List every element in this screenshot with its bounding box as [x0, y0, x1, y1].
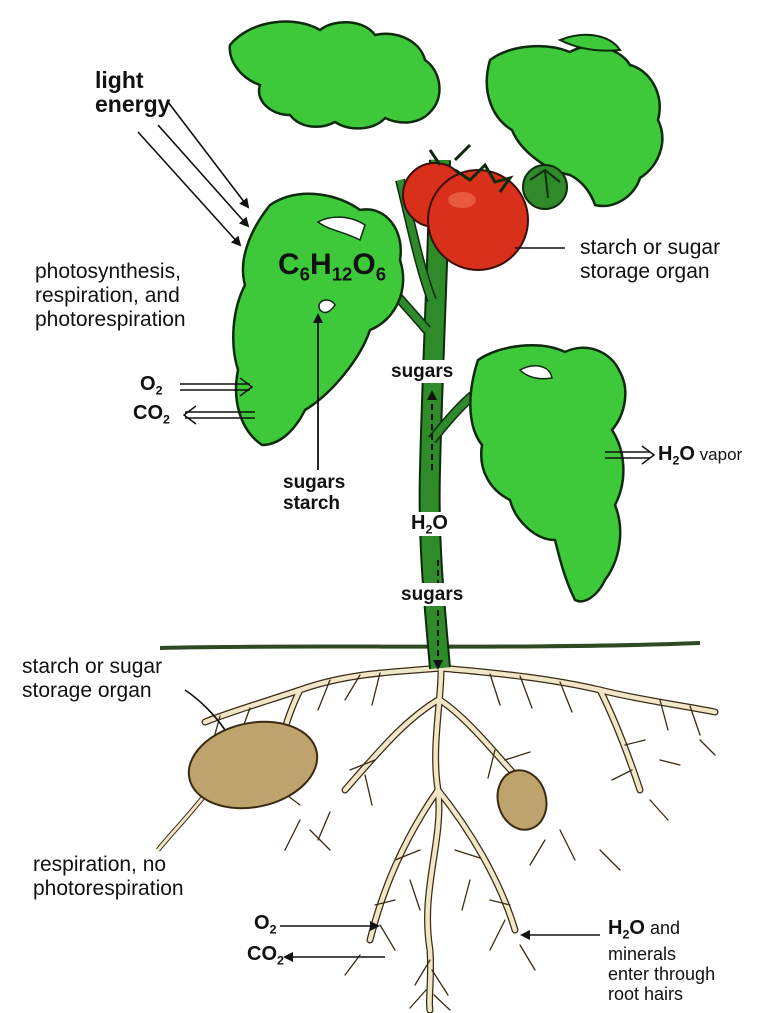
fruit-storage-label: starch or sugar storage organ [580, 236, 720, 284]
water-minerals-label: H2O and minerals enter through root hair… [608, 918, 715, 1004]
sugars-starch-label: sugars starch [283, 472, 345, 514]
root-process-label: respiration, no photorespiration [33, 853, 184, 901]
potato-large [158, 710, 325, 850]
glucose-formula: C6H12O6 [278, 248, 386, 286]
top-left-leaf [230, 22, 440, 129]
stem-sugars-lower-label: sugars [398, 583, 466, 606]
light-energy-label: light energy [95, 68, 170, 116]
light-energy-arrows [138, 102, 248, 245]
right-leaf [470, 345, 625, 601]
leaf-process-label: photosynthesis, respiration, and photore… [35, 260, 186, 332]
potato-small [491, 765, 553, 835]
root-co2-label: CO2 [247, 943, 284, 967]
leaf-oxygen-label: O2 [140, 373, 162, 397]
root-oxygen-label: O2 [254, 912, 276, 936]
tuber-storage-label: starch or sugar storage organ [22, 655, 162, 703]
stem-sugars-upper-label: sugars [388, 360, 456, 383]
leaf-co2-label: CO2 [133, 402, 170, 426]
stem-water-label: H2O [408, 512, 451, 536]
vapor-label: H2O vapor [658, 443, 742, 472]
top-right-leaf [487, 35, 663, 206]
